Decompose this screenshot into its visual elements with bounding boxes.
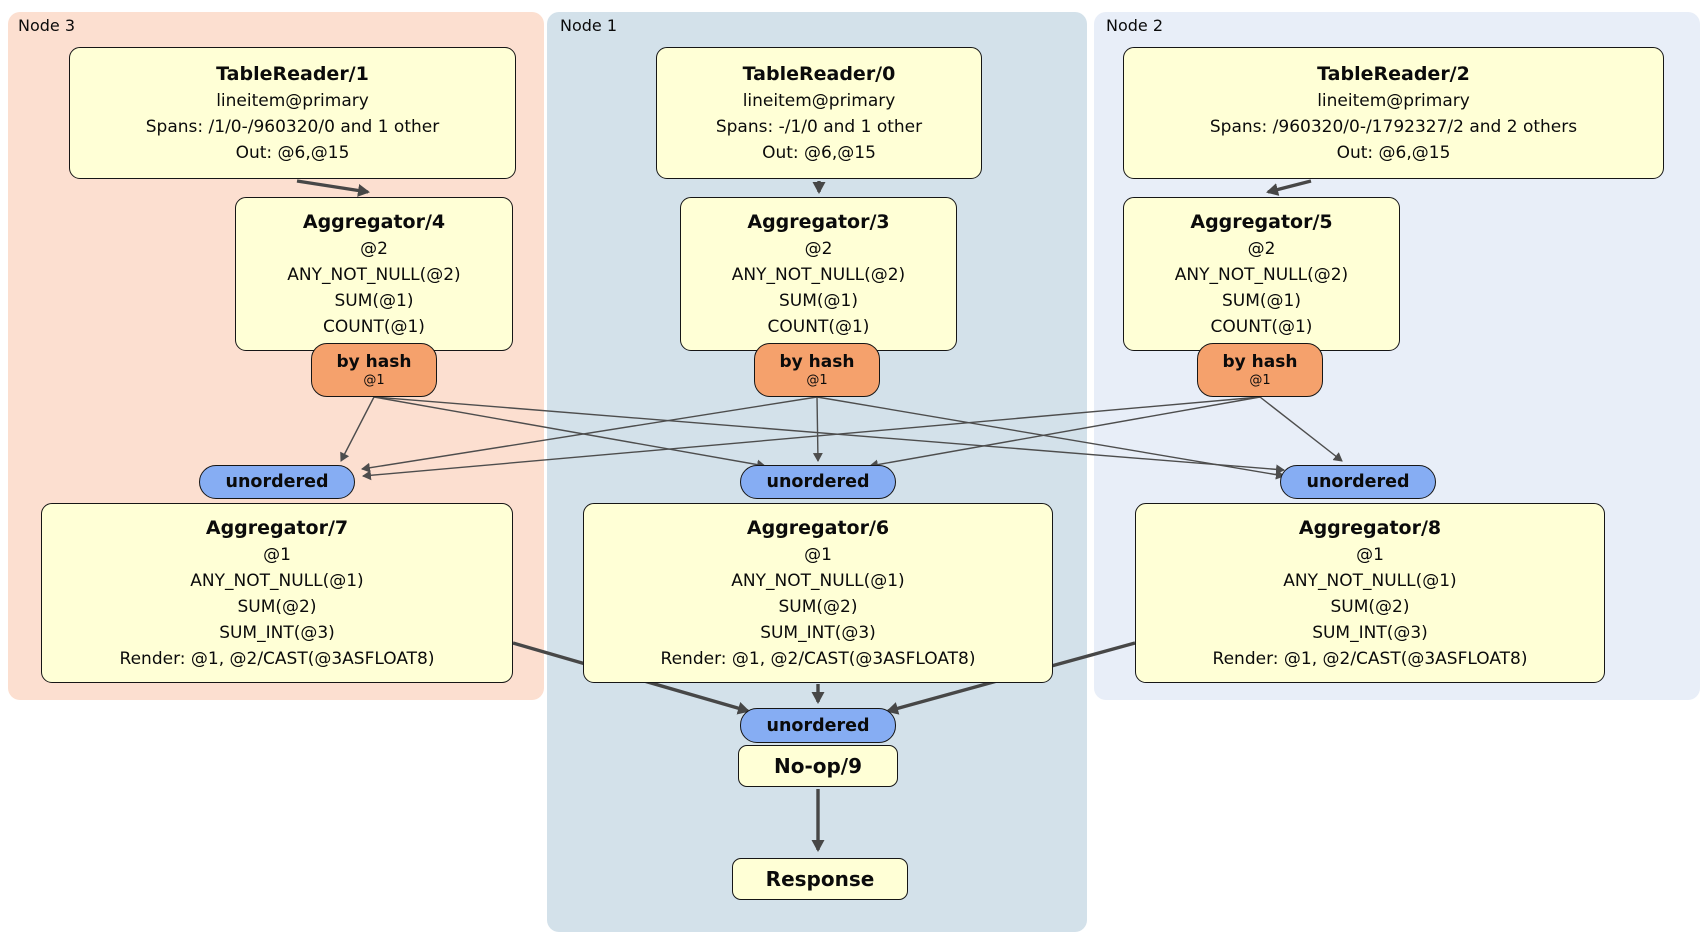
processor-title: No-op/9 bbox=[773, 753, 863, 778]
sync-unordered-center: unordered bbox=[740, 465, 896, 499]
processor-agg-fn: SUM(@1) bbox=[779, 290, 858, 311]
processor-agg-fn: ANY_NOT_NULL(@2) bbox=[1174, 264, 1349, 285]
processor-title: Aggregator/7 bbox=[205, 516, 349, 539]
processor-agg-fn: SUM_INT(@3) bbox=[1312, 622, 1428, 643]
processor-aggregator-7: Aggregator/7 @1 ANY_NOT_NULL(@1) SUM(@2)… bbox=[41, 503, 513, 683]
router-by-hash-4: by hash @1 bbox=[311, 343, 437, 397]
processor-render: Render: @1, @2/CAST(@3ASFLOAT8) bbox=[119, 648, 435, 669]
processor-agg-fn: ANY_NOT_NULL(@2) bbox=[287, 264, 461, 285]
node2-label: Node 2 bbox=[1106, 16, 1164, 35]
router-by-hash-3: by hash @1 bbox=[754, 343, 880, 397]
processor-tablereader-1: TableReader/1 lineitem@primary Spans: /1… bbox=[69, 47, 516, 179]
processor-groupcols: @2 bbox=[360, 238, 388, 259]
processor-title: TableReader/2 bbox=[1317, 62, 1470, 85]
processor-title: Aggregator/8 bbox=[1298, 516, 1442, 539]
processor-title: TableReader/0 bbox=[742, 62, 896, 85]
processor-agg-fn: ANY_NOT_NULL(@2) bbox=[731, 264, 906, 285]
processor-out: Out: @6,@15 bbox=[235, 142, 350, 163]
processor-agg-fn: SUM_INT(@3) bbox=[760, 622, 876, 643]
edge-r3-s6 bbox=[812, 396, 823, 462]
processor-title: Aggregator/3 bbox=[747, 210, 890, 233]
sync-unordered-left: unordered bbox=[199, 465, 355, 499]
processor-index: lineitem@primary bbox=[742, 90, 896, 111]
edge-r3-s8 bbox=[816, 396, 1285, 480]
router-by-hash-5: by hash @1 bbox=[1197, 343, 1323, 397]
edge-r4-s6 bbox=[373, 396, 766, 470]
processor-groupcols: @2 bbox=[1247, 238, 1276, 259]
sync-unordered-right: unordered bbox=[1280, 465, 1436, 499]
processor-aggregator-8: Aggregator/8 @1 ANY_NOT_NULL(@1) SUM(@2)… bbox=[1135, 503, 1605, 683]
processor-render: Render: @1, @2/CAST(@3ASFLOAT8) bbox=[660, 648, 976, 669]
edge-r4-s7 bbox=[340, 396, 375, 462]
edge-tr1-ag4 bbox=[296, 179, 370, 197]
processor-groupcols: @1 bbox=[1356, 544, 1384, 565]
edge-r3-s7 bbox=[361, 396, 818, 473]
processor-groupcols: @2 bbox=[804, 238, 833, 259]
processor-agg-fn: SUM_INT(@3) bbox=[219, 622, 335, 643]
processor-agg-fn: SUM(@2) bbox=[1330, 596, 1410, 617]
processor-index: lineitem@primary bbox=[216, 90, 369, 111]
processor-agg-fn: SUM(@1) bbox=[334, 290, 414, 311]
router-columns: @1 bbox=[1249, 373, 1271, 388]
sync-unordered-final: unordered bbox=[740, 708, 896, 743]
processor-title: Aggregator/6 bbox=[746, 516, 890, 539]
processor-out: Out: @6,@15 bbox=[762, 142, 876, 163]
processor-agg-fn: SUM(@2) bbox=[237, 596, 317, 617]
processor-agg-fn: ANY_NOT_NULL(@1) bbox=[190, 570, 364, 591]
edge-r4-s8 bbox=[373, 396, 1285, 475]
router-columns: @1 bbox=[806, 373, 828, 388]
processor-spans: Spans: /960320/0-/1792327/2 and 2 others bbox=[1209, 116, 1578, 137]
node3-label: Node 3 bbox=[18, 16, 76, 35]
edge-tr2-ag5 bbox=[1266, 179, 1312, 196]
processor-agg-fn: COUNT(@1) bbox=[323, 316, 425, 337]
processor-agg-fn: ANY_NOT_NULL(@1) bbox=[1283, 570, 1457, 591]
processor-spans: Spans: /1/0-/960320/0 and 1 other bbox=[145, 116, 440, 137]
processor-title: Aggregator/4 bbox=[302, 210, 446, 233]
processor-title: TableReader/1 bbox=[216, 62, 369, 85]
router-columns: @1 bbox=[363, 373, 385, 388]
processor-spans: Spans: -/1/0 and 1 other bbox=[715, 116, 923, 137]
response-node: Response bbox=[732, 858, 908, 900]
processor-tablereader-0: TableReader/0 lineitem@primary Spans: -/… bbox=[656, 47, 982, 179]
processor-title: Aggregator/5 bbox=[1190, 210, 1333, 233]
processor-agg-fn: COUNT(@1) bbox=[767, 316, 870, 337]
processor-aggregator-5: Aggregator/5 @2 ANY_NOT_NULL(@2) SUM(@1)… bbox=[1123, 197, 1400, 351]
processor-render: Render: @1, @2/CAST(@3ASFLOAT8) bbox=[1212, 648, 1528, 669]
router-label: by hash bbox=[779, 352, 855, 372]
processor-tablereader-2: TableReader/2 lineitem@primary Spans: /9… bbox=[1123, 47, 1664, 179]
edge-r5-s8 bbox=[1259, 396, 1343, 462]
processor-groupcols: @1 bbox=[804, 544, 832, 565]
processor-aggregator-4: Aggregator/4 @2 ANY_NOT_NULL(@2) SUM(@1)… bbox=[235, 197, 513, 351]
processor-agg-fn: SUM(@2) bbox=[778, 596, 858, 617]
edge-r5-s6 bbox=[869, 396, 1261, 470]
processor-noop-9: No-op/9 bbox=[738, 745, 898, 787]
processor-aggregator-6: Aggregator/6 @1 ANY_NOT_NULL(@1) SUM(@2)… bbox=[583, 503, 1053, 683]
router-label: by hash bbox=[336, 352, 412, 372]
processor-agg-fn: SUM(@1) bbox=[1222, 290, 1301, 311]
processor-agg-fn: COUNT(@1) bbox=[1210, 316, 1313, 337]
processor-index: lineitem@primary bbox=[1317, 90, 1470, 111]
router-label: by hash bbox=[1222, 352, 1298, 372]
processor-agg-fn: ANY_NOT_NULL(@1) bbox=[731, 570, 905, 591]
node1-label: Node 1 bbox=[560, 16, 618, 35]
processor-aggregator-3: Aggregator/3 @2 ANY_NOT_NULL(@2) SUM(@1)… bbox=[680, 197, 957, 351]
processor-out: Out: @6,@15 bbox=[1336, 142, 1451, 163]
processor-title: Response bbox=[765, 866, 875, 891]
processor-groupcols: @1 bbox=[263, 544, 291, 565]
edge-r5-s7 bbox=[362, 396, 1261, 481]
